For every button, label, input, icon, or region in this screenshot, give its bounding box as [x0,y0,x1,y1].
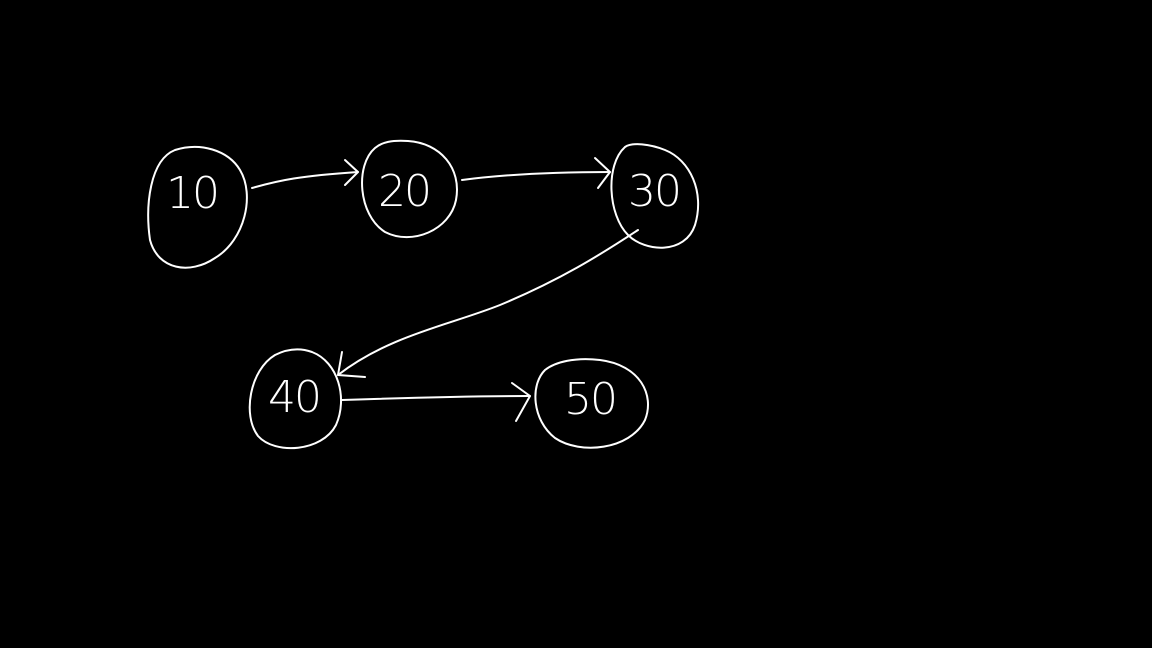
node-40-circle [248,348,343,450]
node-20-label: 20 [378,166,432,217]
node-40-label: 40 [268,372,322,423]
node-30-circle [610,143,700,249]
edge-10-to-20 [251,159,359,189]
node-20-circle [361,139,458,239]
node-50-circle [534,358,649,449]
node-10-circle [147,145,248,269]
node-30-label: 30 [628,166,682,217]
edge-40-to-50 [341,382,531,422]
edge-30-to-40 [337,229,639,378]
edge-20-to-30 [461,157,611,189]
node-50-label: 50 [564,374,618,425]
node-10-label: 10 [166,168,220,219]
